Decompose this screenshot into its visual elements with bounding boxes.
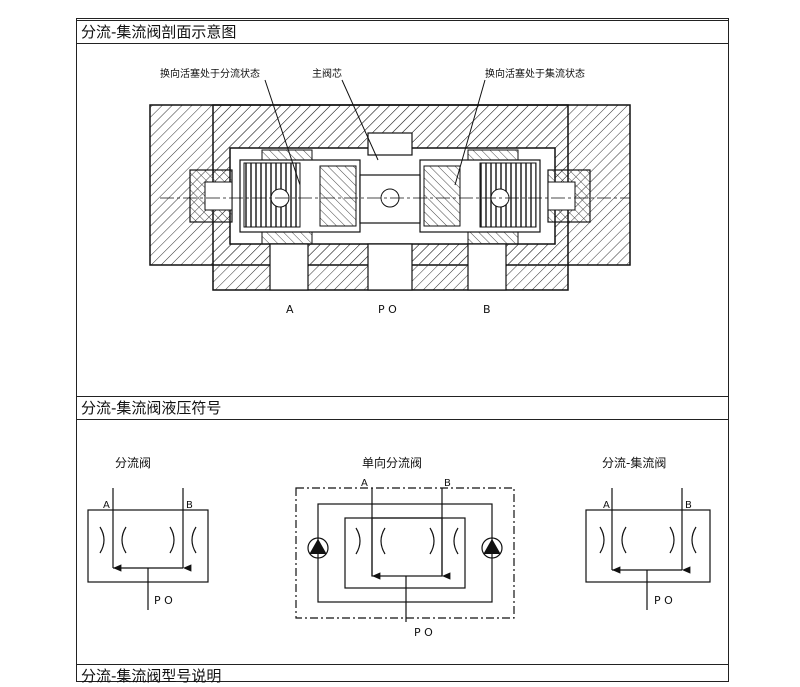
callout-left: 换向活塞处于分流状态: [160, 67, 260, 80]
symbol-title-combined: 分流-集流阀: [602, 455, 666, 470]
symbol-divider-port-a: A: [103, 500, 110, 511]
port-label-a: A: [286, 303, 294, 316]
symbol-one-way-port-p: P O: [414, 626, 433, 639]
symbol-one-way-port-b: B: [444, 478, 451, 489]
symbol-one-way-port-a: A: [361, 478, 368, 489]
port-label-b: B: [483, 303, 491, 316]
symbol-combined-port-p: P O: [654, 594, 673, 607]
symbol-divider-port-b: B: [186, 500, 193, 511]
section-title-cross-section: 分流-集流阀剖面示意图: [76, 20, 729, 44]
symbol-combined-port-b: B: [685, 500, 692, 511]
section-title-hydraulic-symbols: 分流-集流阀液压符号: [76, 396, 729, 420]
callout-right: 换向活塞处于集流状态: [485, 67, 585, 80]
symbol-combined-port-a: A: [603, 500, 610, 511]
symbol-one-way-divider-valve: [295, 487, 515, 622]
port-label-p: P O: [378, 303, 397, 316]
symbol-divider-combiner-valve: [585, 488, 711, 610]
valve-cross-section: [149, 79, 631, 291]
symbol-title-divider: 分流阀: [115, 456, 151, 470]
symbol-divider-port-p: P O: [154, 594, 173, 607]
callout-center: 主阀芯: [312, 67, 342, 80]
symbol-title-one-way: 单向分流阀: [362, 455, 422, 470]
symbol-divider-valve: [87, 488, 209, 610]
